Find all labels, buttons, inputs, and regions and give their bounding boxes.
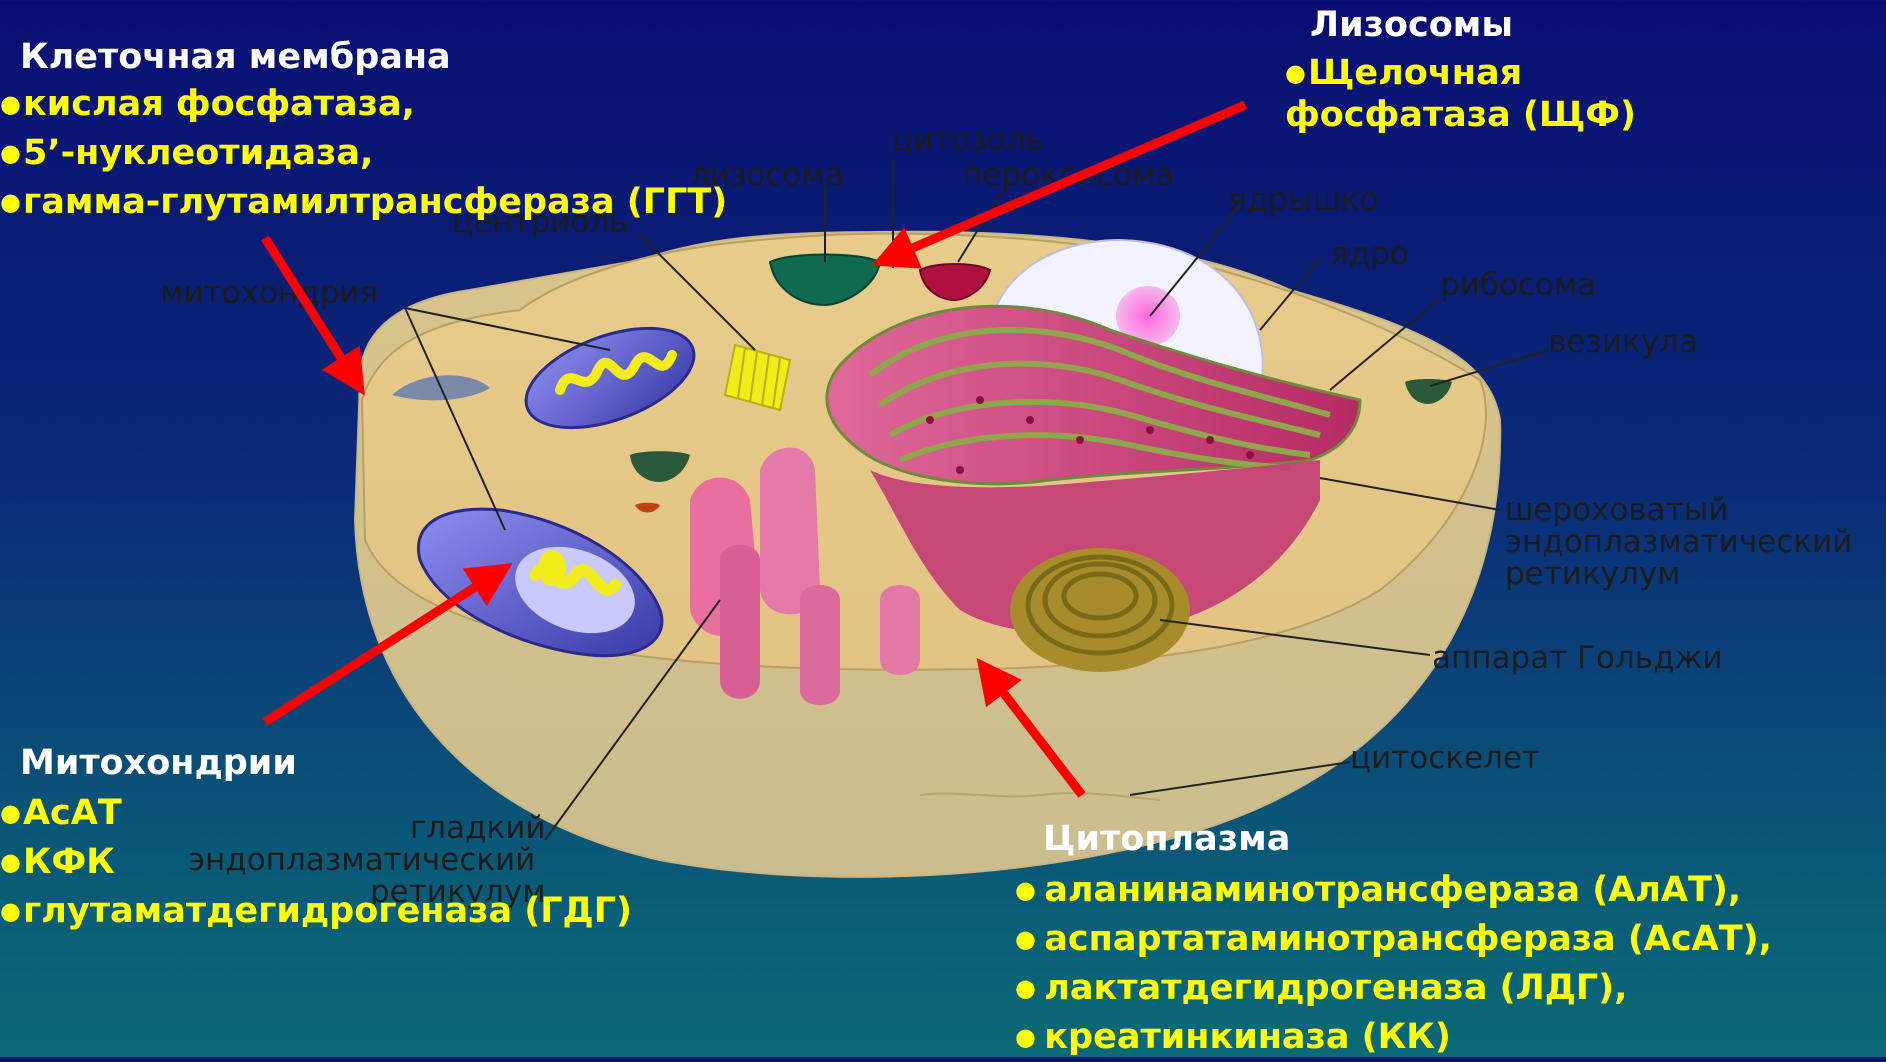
mitochondria-item: глутаматдегидрогеназа (ГДГ) xyxy=(0,887,632,936)
label-nucleus: ядро xyxy=(1330,236,1409,272)
membrane-item: кислая фосфатаза, xyxy=(0,80,727,129)
membrane-item: 5’-нуклеотидаза, xyxy=(0,129,727,178)
cytoplasm-item: аланинаминотрансфераза (АлАТ), xyxy=(1015,866,1772,915)
label-rough-er-1: шероховатый xyxy=(1505,492,1728,528)
golgi-apparatus xyxy=(1010,548,1190,672)
label-vesicle: везикула xyxy=(1548,324,1698,360)
arrow-membrane xyxy=(265,238,360,388)
cytoplasm-item: креатинкиназа (КК) xyxy=(1015,1013,1772,1062)
membrane-list: кислая фосфатаза, 5’-нуклеотидаза, гамма… xyxy=(0,80,727,227)
label-ribosome: рибосома xyxy=(1440,267,1596,303)
lysosomes-list: Щелочная фосфатаза (ЩФ) xyxy=(1285,52,1705,136)
cytoplasm-item: аспартатаминотрансфераза (АсАТ), xyxy=(1015,915,1772,964)
mitochondria-list: АсАТ КФК глутаматдегидрогеназа (ГДГ) xyxy=(0,789,632,936)
label-cytosol: цитозоль xyxy=(892,122,1044,158)
label-rough-er-2: эндоплазматический xyxy=(1505,524,1852,560)
label-cytoskeleton: цитоскелет xyxy=(1350,740,1540,776)
lysosomes-item: Щелочная фосфатаза (ЩФ) xyxy=(1285,52,1705,136)
membrane-title: Клеточная мембрана xyxy=(20,36,451,78)
cytoplasm-title: Цитоплазма xyxy=(1043,818,1290,860)
lysosomes-title: Лизосомы xyxy=(1310,4,1513,46)
membrane-item: гамма-глутамилтрансфераза (ГГТ) xyxy=(0,178,727,227)
mitochondria-item: КФК xyxy=(0,838,632,887)
label-golgi: аппарат Гольджи xyxy=(1432,640,1723,676)
label-peroxisome: пероксисома xyxy=(962,157,1174,193)
label-mitochondrion: митохондрия xyxy=(160,275,378,311)
cytoplasm-list: аланинаминотрансфераза (АлАТ), аспартата… xyxy=(1015,866,1772,1062)
mitochondria-item: АсАТ xyxy=(0,789,632,838)
cytoplasm-item: лактатдегидрогеназа (ЛДГ), xyxy=(1015,964,1772,1013)
label-rough-er-3: ретикулум xyxy=(1505,556,1681,592)
label-nucleolus: ядрышко xyxy=(1228,182,1378,218)
mitochondria-title: Митохондрии xyxy=(20,742,297,784)
